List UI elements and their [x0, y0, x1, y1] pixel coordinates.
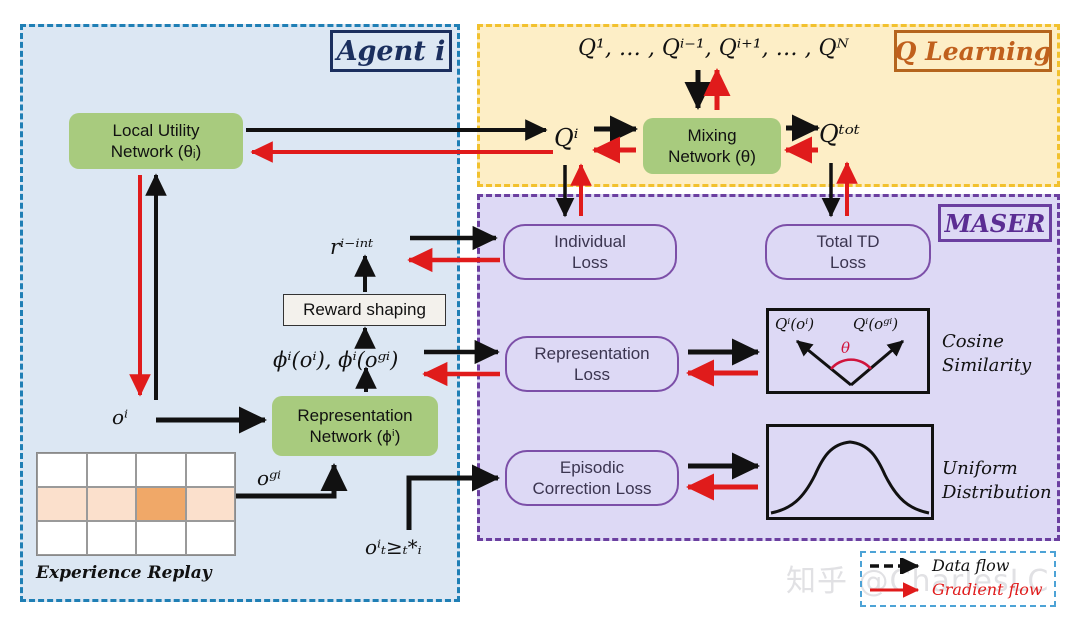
mixing-network-box[interactable]: Mixing Network (θ) — [643, 118, 781, 174]
cosine-right-vector-label: Qⁱ(oᵍⁱ) — [853, 315, 899, 333]
maser-panel-title: MASER — [938, 204, 1052, 242]
uniform-distribution-line2: Distribution — [942, 482, 1052, 504]
legend-box: Data flow Gradient flow — [860, 551, 1056, 607]
episodic-correction-loss-box[interactable]: Episodic Correction Loss — [505, 450, 679, 506]
experience-replay-grid[interactable] — [36, 452, 236, 556]
mixing-network-line1: Mixing — [687, 125, 737, 145]
local-utility-network-line2: Network (θᵢ) — [110, 142, 202, 161]
representation-network-line2: Network (ϕⁱ) — [309, 427, 401, 446]
cosine-similarity-label: Cosine Similarity — [942, 330, 1062, 379]
replay-cell-r2-c2[interactable] — [136, 521, 186, 555]
episodic-correction-loss-line2: Correction Loss — [532, 479, 652, 498]
total-td-loss-line1: Total TD — [816, 231, 880, 251]
uniform-distribution-line1: Uniform — [942, 458, 1018, 479]
replay-cell-r0-c3[interactable] — [185, 453, 235, 487]
cosine-vectors-svg — [796, 339, 904, 387]
individual-loss-line1: Individual — [554, 231, 626, 251]
replay-cell-r0-c0[interactable] — [37, 453, 87, 487]
representation-loss-box[interactable]: Representation Loss — [505, 336, 679, 392]
legend-data-flow-label: Data flow — [932, 556, 1010, 575]
local-utility-network-line1: Local Utility — [112, 120, 200, 140]
q-learning-panel-title: Q Learning — [894, 30, 1052, 72]
cosine-left-vector-label: Qⁱ(oⁱ) — [775, 315, 815, 333]
q-i-label: Qⁱ — [554, 124, 579, 152]
phi-embeddings-label: ϕⁱ(oⁱ), ϕⁱ(oᵍⁱ) — [273, 348, 399, 372]
uniform-distribution-figure — [766, 424, 934, 520]
representation-network-box[interactable]: Representation Network (ϕⁱ) — [272, 396, 438, 456]
representation-loss-line1: Representation — [534, 343, 650, 363]
cosine-similarity-line2: Similarity — [942, 355, 1032, 377]
replay-cell-r1-c2[interactable] — [136, 487, 186, 521]
gradient-flow-line-icon — [870, 581, 920, 598]
replay-cell-r1-c1[interactable] — [86, 487, 136, 521]
agent-panel-title: Agent i — [330, 30, 452, 72]
observation-after-tstar-label: oⁱₜ≥ₜ*ᵢ — [365, 535, 422, 559]
distribution-curve-svg — [770, 440, 930, 515]
uniform-distribution-label: Uniform Distribution — [942, 457, 1070, 506]
replay-cell-r2-c0[interactable] — [37, 521, 87, 555]
q-list-label: Q¹, … , Qⁱ⁻¹, Qⁱ⁺¹, … , Qᴺ — [578, 36, 849, 61]
legend-gradient-flow-label: Gradient flow — [932, 580, 1043, 599]
legend-data-flow-row: Data flow — [868, 556, 1009, 575]
goal-observation-label: oᵍⁱ — [257, 466, 282, 490]
representation-loss-line2: Loss — [574, 365, 610, 384]
reward-shaping-box[interactable]: Reward shaping — [283, 294, 446, 326]
data-flow-line-icon — [870, 557, 920, 574]
individual-loss-box[interactable]: Individual Loss — [503, 224, 677, 280]
total-td-loss-line2: Loss — [830, 253, 866, 272]
replay-cell-r0-c1[interactable] — [86, 453, 136, 487]
mixing-network-line2: Network (θ) — [668, 147, 756, 166]
experience-replay-label: Experience Replay — [36, 563, 212, 583]
representation-network-line1: Representation — [297, 405, 413, 425]
local-utility-network-box[interactable]: Local Utility Network (θᵢ) — [69, 113, 243, 169]
replay-cell-r2-c3[interactable] — [185, 521, 235, 555]
observation-label: oⁱ — [112, 405, 129, 429]
total-td-loss-box[interactable]: Total TD Loss — [765, 224, 931, 280]
individual-loss-line2: Loss — [572, 253, 608, 272]
cosine-similarity-figure: Qⁱ(oⁱ) Qⁱ(oᵍⁱ) θ — [766, 308, 930, 394]
replay-cell-r1-c3[interactable] — [185, 487, 235, 521]
replay-cell-r2-c1[interactable] — [86, 521, 136, 555]
replay-cell-r1-c0[interactable] — [37, 487, 87, 521]
cosine-similarity-line1: Cosine — [942, 331, 1004, 352]
q-tot-label: Qᵗᵒᵗ — [819, 120, 860, 148]
legend-gradient-flow-row: Gradient flow — [868, 580, 1043, 599]
replay-cell-r0-c2[interactable] — [136, 453, 186, 487]
r-intrinsic-label: rⁱ⁻ⁱⁿᵗ — [330, 235, 374, 259]
episodic-correction-loss-line1: Episodic — [559, 457, 625, 477]
cosine-angle-label: θ — [841, 339, 851, 357]
